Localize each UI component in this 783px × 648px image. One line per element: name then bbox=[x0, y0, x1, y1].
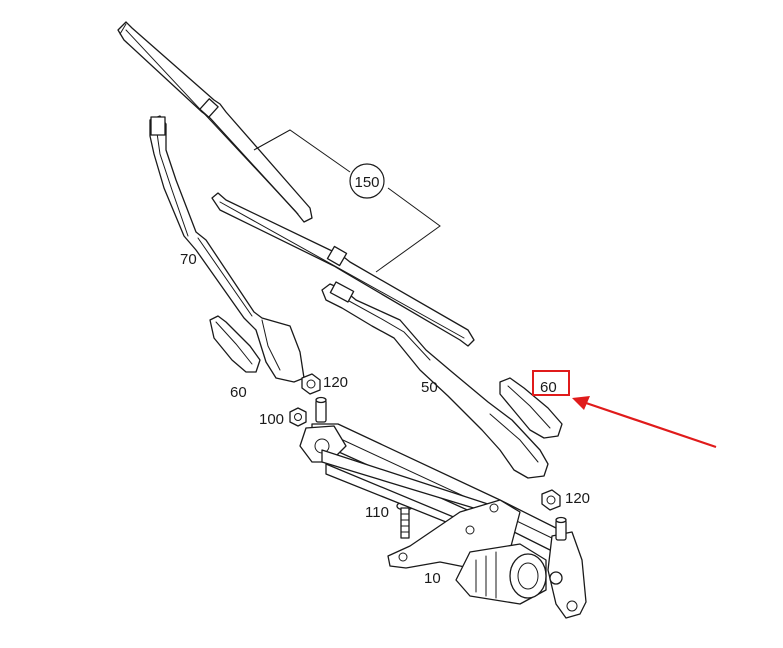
wiper-linkage bbox=[299, 396, 587, 619]
callout-60-right: 60 bbox=[540, 379, 557, 396]
callout-100: 100 bbox=[259, 411, 284, 428]
callout-50: 50 bbox=[421, 379, 438, 396]
callout-150-bracket bbox=[253, 129, 441, 273]
wiper-arm-right bbox=[321, 281, 549, 479]
wiper-blade-top bbox=[117, 21, 313, 223]
cap-left bbox=[209, 315, 261, 373]
callout-10: 10 bbox=[424, 570, 441, 587]
callout-110: 110 bbox=[365, 504, 389, 521]
callout-60-left: 60 bbox=[230, 384, 247, 401]
nut-120-right bbox=[541, 489, 561, 511]
highlight-arrow bbox=[572, 396, 717, 449]
wiper-blade-middle bbox=[211, 192, 475, 347]
callout-150-circle bbox=[349, 163, 385, 199]
callout-120-left: 120 bbox=[323, 374, 348, 391]
nut-100 bbox=[289, 407, 307, 427]
nut-120-left bbox=[301, 373, 321, 395]
cap-right bbox=[499, 377, 563, 439]
arm-left-clip bbox=[150, 116, 166, 136]
callout-120-right: 120 bbox=[565, 490, 590, 507]
highlight-box bbox=[532, 370, 570, 396]
callout-70: 70 bbox=[180, 251, 197, 268]
callout-150: 150 bbox=[354, 174, 379, 191]
